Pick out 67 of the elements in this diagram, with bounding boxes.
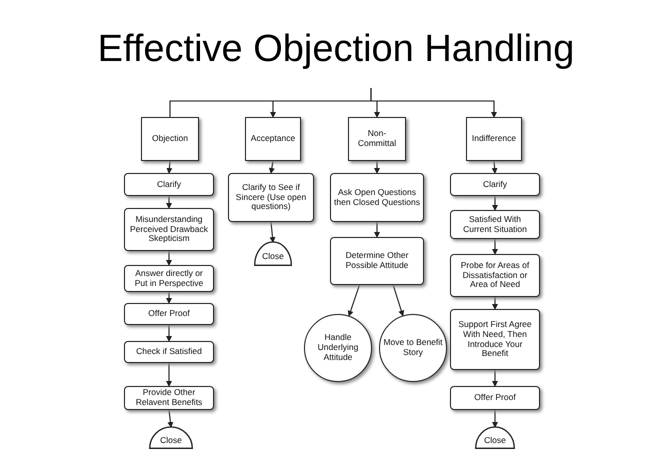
step-box: [124, 265, 214, 292]
category-box: [348, 117, 406, 161]
category-box: [245, 117, 301, 161]
arrow: [268, 160, 275, 174]
node-text: Handle Underlying Attitude: [316, 333, 360, 363]
node-text: Move to Benefit Story: [383, 338, 443, 358]
arrow: [374, 161, 380, 174]
arrow: [166, 363, 172, 387]
arrow: [166, 196, 172, 209]
step-box: [450, 386, 540, 410]
arrow: [166, 251, 172, 266]
category-box: [141, 117, 199, 161]
node-text: Check if Satisfied: [136, 347, 202, 357]
arrow: [166, 325, 172, 342]
node-text: Answer directly or Put in Perspective: [134, 268, 204, 288]
arrow: [270, 222, 276, 243]
arrow: [492, 239, 498, 255]
node-text: Support First Agree With Need, Then Introduce Your Benefit: [457, 320, 533, 360]
arrow: [348, 284, 360, 317]
node-text: Satisfied With Current Situation: [462, 214, 528, 234]
node-text: Close: [484, 436, 506, 446]
step-box: [330, 173, 424, 222]
step-box: [330, 237, 424, 285]
arrow: [492, 370, 498, 387]
step-box: [124, 341, 214, 363]
close-terminator: [149, 427, 193, 449]
node-text: Clarify: [482, 180, 508, 190]
step-box: [450, 210, 540, 239]
step-box: [450, 173, 540, 196]
title: Effective Objection Handling: [96, 28, 576, 71]
node-text: Determine Other Possible Attitude: [344, 251, 410, 271]
node-text: Close: [262, 252, 284, 262]
outcome-circle: [304, 314, 372, 382]
node-text: Objection: [152, 134, 188, 144]
arrow: [492, 196, 498, 211]
outcome-circle: [379, 314, 447, 382]
node-text: Acceptance: [250, 134, 296, 144]
step-box: [124, 303, 214, 325]
node-text: Indifference: [472, 134, 516, 144]
node-text: Ask Open Questions then Closed Questions: [334, 188, 420, 208]
node-text: Offer Proof: [474, 393, 516, 403]
node-text: Provide Other Relavent Benefits: [134, 388, 204, 408]
step-box: [124, 208, 214, 251]
close-terminator: [254, 242, 292, 266]
step-box: [228, 173, 314, 222]
arrow: [492, 160, 498, 174]
arrow: [374, 222, 380, 238]
node-text: Misunderstanding Perceived Drawback Skepticism: [129, 214, 209, 244]
arrow: [492, 297, 498, 310]
category-box: [466, 117, 522, 161]
node-text: Clarify to See if Sincere (Use open questions): [234, 182, 308, 212]
arrow: [166, 292, 172, 304]
node-text: Close: [160, 436, 182, 446]
node-text: Offer Proof: [148, 309, 190, 319]
arrow: [492, 410, 498, 428]
step-box: [450, 254, 540, 297]
arrow: [167, 410, 174, 428]
arrow: [392, 284, 404, 317]
step-box: [450, 309, 540, 370]
step-box: [124, 173, 214, 196]
step-box: [124, 386, 214, 410]
arrow: [370, 88, 497, 118]
node-text: Non-Committal: [356, 129, 398, 149]
node-text: Probe for Areas of Dissatisfaction or Area of Need: [460, 260, 530, 290]
node-text: Clarify: [156, 180, 182, 190]
close-terminator: [475, 427, 515, 449]
arrow: [166, 160, 172, 174]
